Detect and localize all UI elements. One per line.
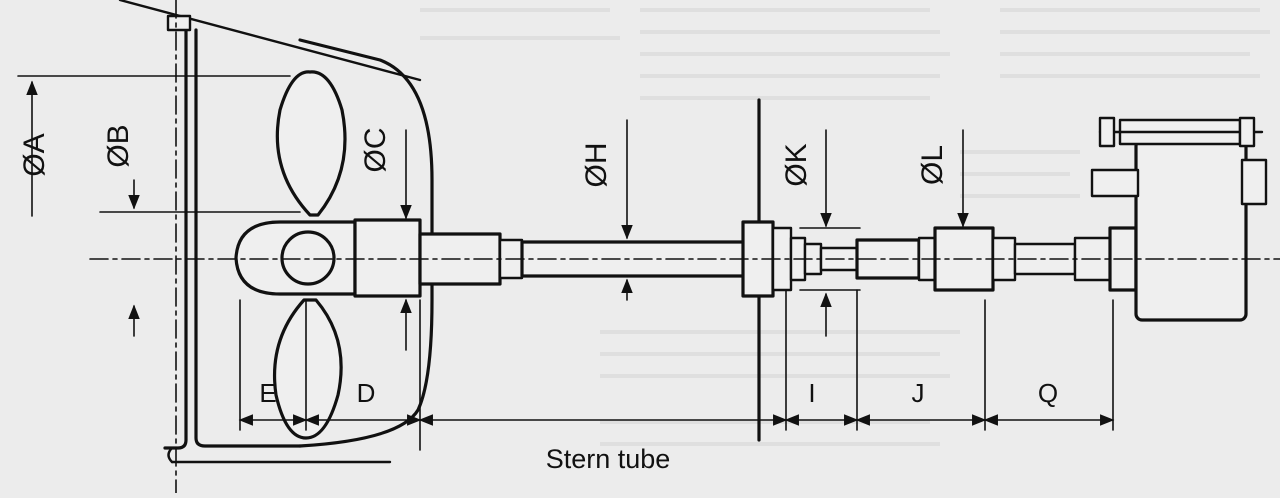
label-dia-l: ØL [916,145,949,185]
aperture-curve [298,38,434,448]
hull-line [118,0,422,82]
label-dia-a: ØA [18,133,51,176]
propeller-blade-lower [272,298,343,440]
label-len-i: I [808,378,815,408]
background-texture [420,8,1270,446]
engine-top-left-cap [1098,116,1116,148]
rudder-post [163,26,188,450]
label-dia-k: ØK [780,143,813,186]
hub-nut [280,230,336,286]
label-len-e: E [259,378,276,408]
label-len-d: D [357,378,376,408]
engine-top-right-cap [1238,116,1256,148]
propeller-blade-upper [275,70,347,217]
engine-gearbox [1134,138,1248,322]
stern-boss [353,218,422,298]
engine-side-fitting [1090,168,1140,198]
label-stern-tube: Stern tube [546,444,671,474]
label-dia-c: ØC [359,128,392,173]
label-dia-b: ØB [102,124,135,167]
keel-bend [167,446,174,464]
label-dia-h: ØH [580,143,613,188]
label-len-q: Q [1038,378,1058,408]
rudder-head [166,14,192,32]
label-len-j: J [912,378,925,408]
engine-right-fitting [1240,158,1268,206]
rudder-inner [194,28,302,448]
